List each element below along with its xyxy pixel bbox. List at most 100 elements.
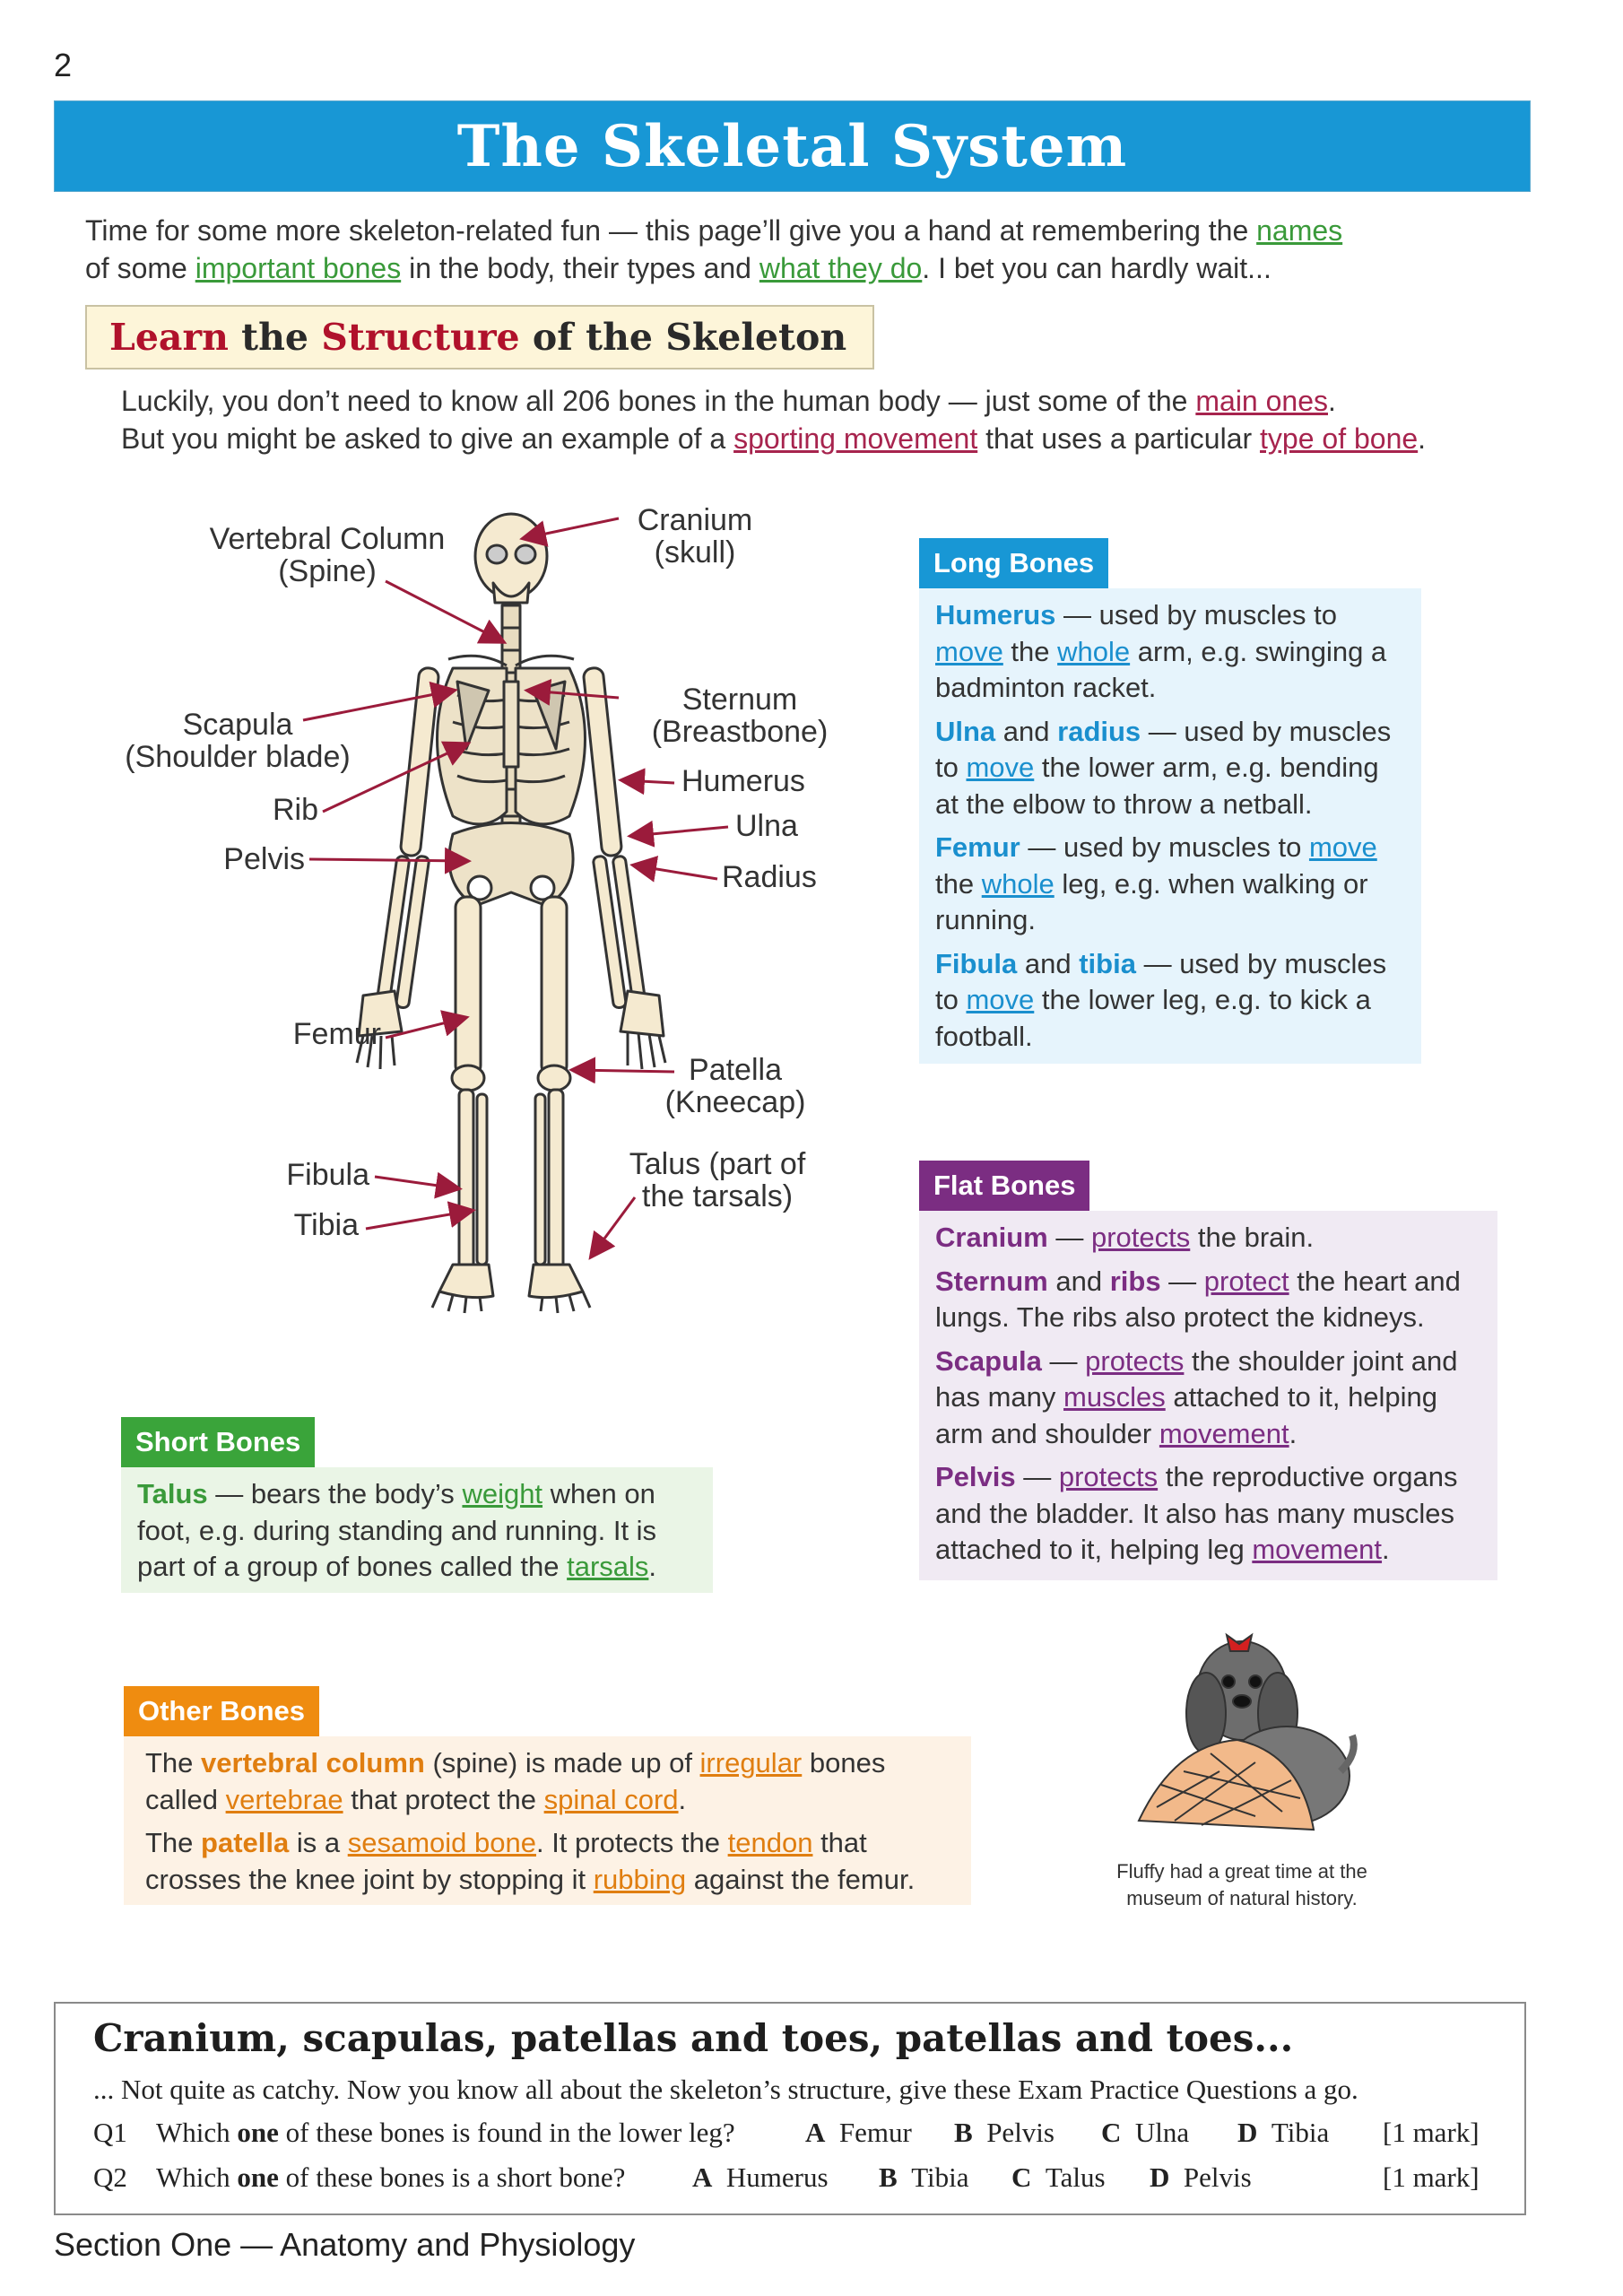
label-patella: Patella (Kneecap) — [659, 1054, 812, 1118]
q1-text: of these bones is found in the lower leg… — [278, 2117, 735, 2148]
subintro-3: But you might be asked to give an exampl… — [121, 422, 734, 455]
q1-option-b[interactable]: B Pelvis — [954, 2117, 1055, 2149]
term-ribs: ribs — [1109, 1265, 1161, 1297]
flat-bones-scapula: Scapula — protects the shoulder joint an… — [935, 1344, 1481, 1453]
other-text: (spine) is made up of — [424, 1747, 700, 1779]
flat-text: attached to it, helping arm and shoulder — [935, 1381, 1438, 1449]
exam-practice-box: Cranium, scapulas, patellas and toes, pa… — [54, 2002, 1526, 2215]
flat-text: the reproductive organs and the bladder.… — [935, 1461, 1458, 1565]
skeleton-illustration — [302, 512, 729, 1314]
q1-option-a[interactable]: A Femur — [805, 2117, 912, 2149]
label-cranium: Cranium (skull) — [619, 504, 771, 569]
long-text: the — [935, 867, 982, 900]
skeleton-drawing — [355, 512, 667, 1314]
long-link: move — [966, 984, 1035, 1015]
long-bones-ulna-radius: Ulna and radius — used by muscles to mov… — [935, 714, 1405, 823]
flat-link: muscles — [1063, 1381, 1166, 1413]
flat-text: and — [1047, 1265, 1110, 1297]
caption-line-1: Fluffy had a great time at the — [1116, 1860, 1367, 1883]
flat-text: the heart and lungs. The ribs also prote… — [935, 1265, 1461, 1334]
other-text: that protect the — [343, 1783, 544, 1815]
long-bones-box: Humerus — used by muscles to move the wh… — [919, 588, 1421, 1064]
q2-option-d[interactable]: D Pelvis — [1150, 2161, 1252, 2194]
term-sternum: Sternum — [935, 1265, 1048, 1297]
other-text: bones called — [145, 1747, 886, 1815]
other-link: sesamoid bone — [347, 1827, 536, 1858]
flat-bones-pelvis: Pelvis — protects the reproductive organ… — [935, 1459, 1481, 1569]
other-bones-vertebral: The vertebral column (spine) is made up … — [145, 1745, 955, 1818]
short-text: when on foot, e.g. during standing and r… — [137, 1478, 657, 1582]
term-pelvis: Pelvis — [935, 1461, 1016, 1492]
q1-option-d[interactable]: D Tibia — [1237, 2117, 1329, 2149]
label-talus: Talus (part of the tarsals) — [619, 1148, 816, 1213]
label-scapula-line2: (Shoulder blade) — [125, 740, 351, 774]
q2-option-letter: A — [692, 2161, 713, 2193]
label-cranium-line2: (skull) — [654, 535, 736, 570]
q2-option-letter: C — [1011, 2161, 1032, 2193]
long-text: the lower arm, e.g. bending at the elbow… — [935, 752, 1379, 820]
short-link: weight — [462, 1478, 543, 1509]
long-bones-fibula-tibia: Fibula and tibia — used by muscles to mo… — [935, 946, 1405, 1056]
q1-option-c[interactable]: C Ulna — [1101, 2117, 1189, 2149]
long-text: — used by muscles to — [1020, 831, 1309, 863]
q2-option-text: Talus — [1045, 2161, 1106, 2193]
q2-option-text: Tibia — [911, 2161, 969, 2193]
label-radius: Radius — [722, 860, 817, 894]
other-bones-tag: Other Bones — [124, 1686, 320, 1736]
label-talus-line1: Talus (part of — [629, 1147, 806, 1181]
q2-option-letter: D — [1150, 2161, 1170, 2193]
flat-text: . — [1289, 1417, 1298, 1449]
q1-option-text: Femur — [838, 2117, 912, 2148]
q1-option-letter: D — [1237, 2117, 1258, 2148]
flat-bones-box: Cranium — protects the brain. Sternum an… — [919, 1211, 1497, 1580]
label-vertebral-line1: Vertebral Column — [209, 522, 446, 556]
long-bones-femur: Femur — used by muscles to move the whol… — [935, 830, 1405, 939]
flat-link: protect — [1203, 1265, 1289, 1297]
other-text: . — [678, 1783, 687, 1815]
long-link: move — [935, 635, 1003, 667]
subintro-link-main-ones: main ones — [1195, 385, 1328, 417]
other-text: The — [145, 1827, 202, 1858]
flat-bones-sternum-ribs: Sternum and ribs — protect the heart and… — [935, 1264, 1481, 1336]
label-talus-line2: the tarsals) — [641, 1179, 794, 1213]
term-patella: patella — [201, 1827, 290, 1858]
q2-option-text: Pelvis — [1183, 2161, 1252, 2193]
subintro-4: that uses a particular — [977, 422, 1261, 455]
long-link: whole — [1057, 635, 1131, 667]
q1-number: Q1 — [93, 2117, 127, 2148]
footer: Section One — Anatomy and Physiology — [54, 2226, 635, 2264]
subintro-5: . — [1418, 422, 1427, 455]
caption-line-2: museum of natural history. — [1126, 1887, 1358, 1909]
q1-option-letter: C — [1101, 2117, 1122, 2148]
flat-text: — — [1047, 1222, 1091, 1253]
q2-option-b[interactable]: B Tibia — [879, 2161, 969, 2194]
q2-text: Which — [156, 2161, 238, 2193]
long-text: arm, e.g. swinging a badminton racket. — [935, 635, 1387, 704]
intro-link-names: names — [1256, 214, 1343, 247]
intro-text: Time for some more skeleton-related fun … — [85, 212, 1520, 287]
flat-link: protects — [1090, 1222, 1191, 1253]
dog-caption: Fluffy had a great time at the museum of… — [1067, 1858, 1417, 1912]
label-sternum-line1: Sternum — [681, 683, 798, 717]
flat-link: protects — [1085, 1344, 1185, 1377]
short-text: — bears the body’s — [207, 1478, 463, 1509]
label-sternum-line2: (Breastbone) — [651, 715, 829, 749]
q2-option-a[interactable]: A Humerus — [692, 2161, 829, 2194]
label-cranium-line1: Cranium — [637, 503, 753, 537]
flat-text: — — [1015, 1461, 1059, 1492]
long-text: leg, e.g. when walking or running. — [935, 867, 1368, 936]
q1-question: Which one of these bones is found in the… — [156, 2117, 735, 2149]
label-patella-line2: (Kneecap) — [664, 1085, 806, 1119]
flat-bones-cranium: Cranium — protects the brain. — [935, 1220, 1481, 1257]
term-scapula: Scapula — [935, 1344, 1042, 1377]
subintro-text: Luckily, you don’t need to know all 206 … — [121, 382, 1520, 457]
exam-title: Cranium, scapulas, patellas and toes, pa… — [93, 2016, 1294, 2060]
label-fibula: Fibula — [286, 1158, 369, 1192]
q1-option-text: Pelvis — [986, 2117, 1055, 2148]
other-link: rubbing — [593, 1863, 687, 1895]
other-link: irregular — [699, 1747, 803, 1779]
label-humerus: Humerus — [681, 764, 805, 798]
q2-option-letter: B — [879, 2161, 898, 2193]
q2-option-c[interactable]: C Talus — [1011, 2161, 1106, 2194]
exam-intro: ... Not quite as catchy. Now you know al… — [93, 2074, 1358, 2105]
